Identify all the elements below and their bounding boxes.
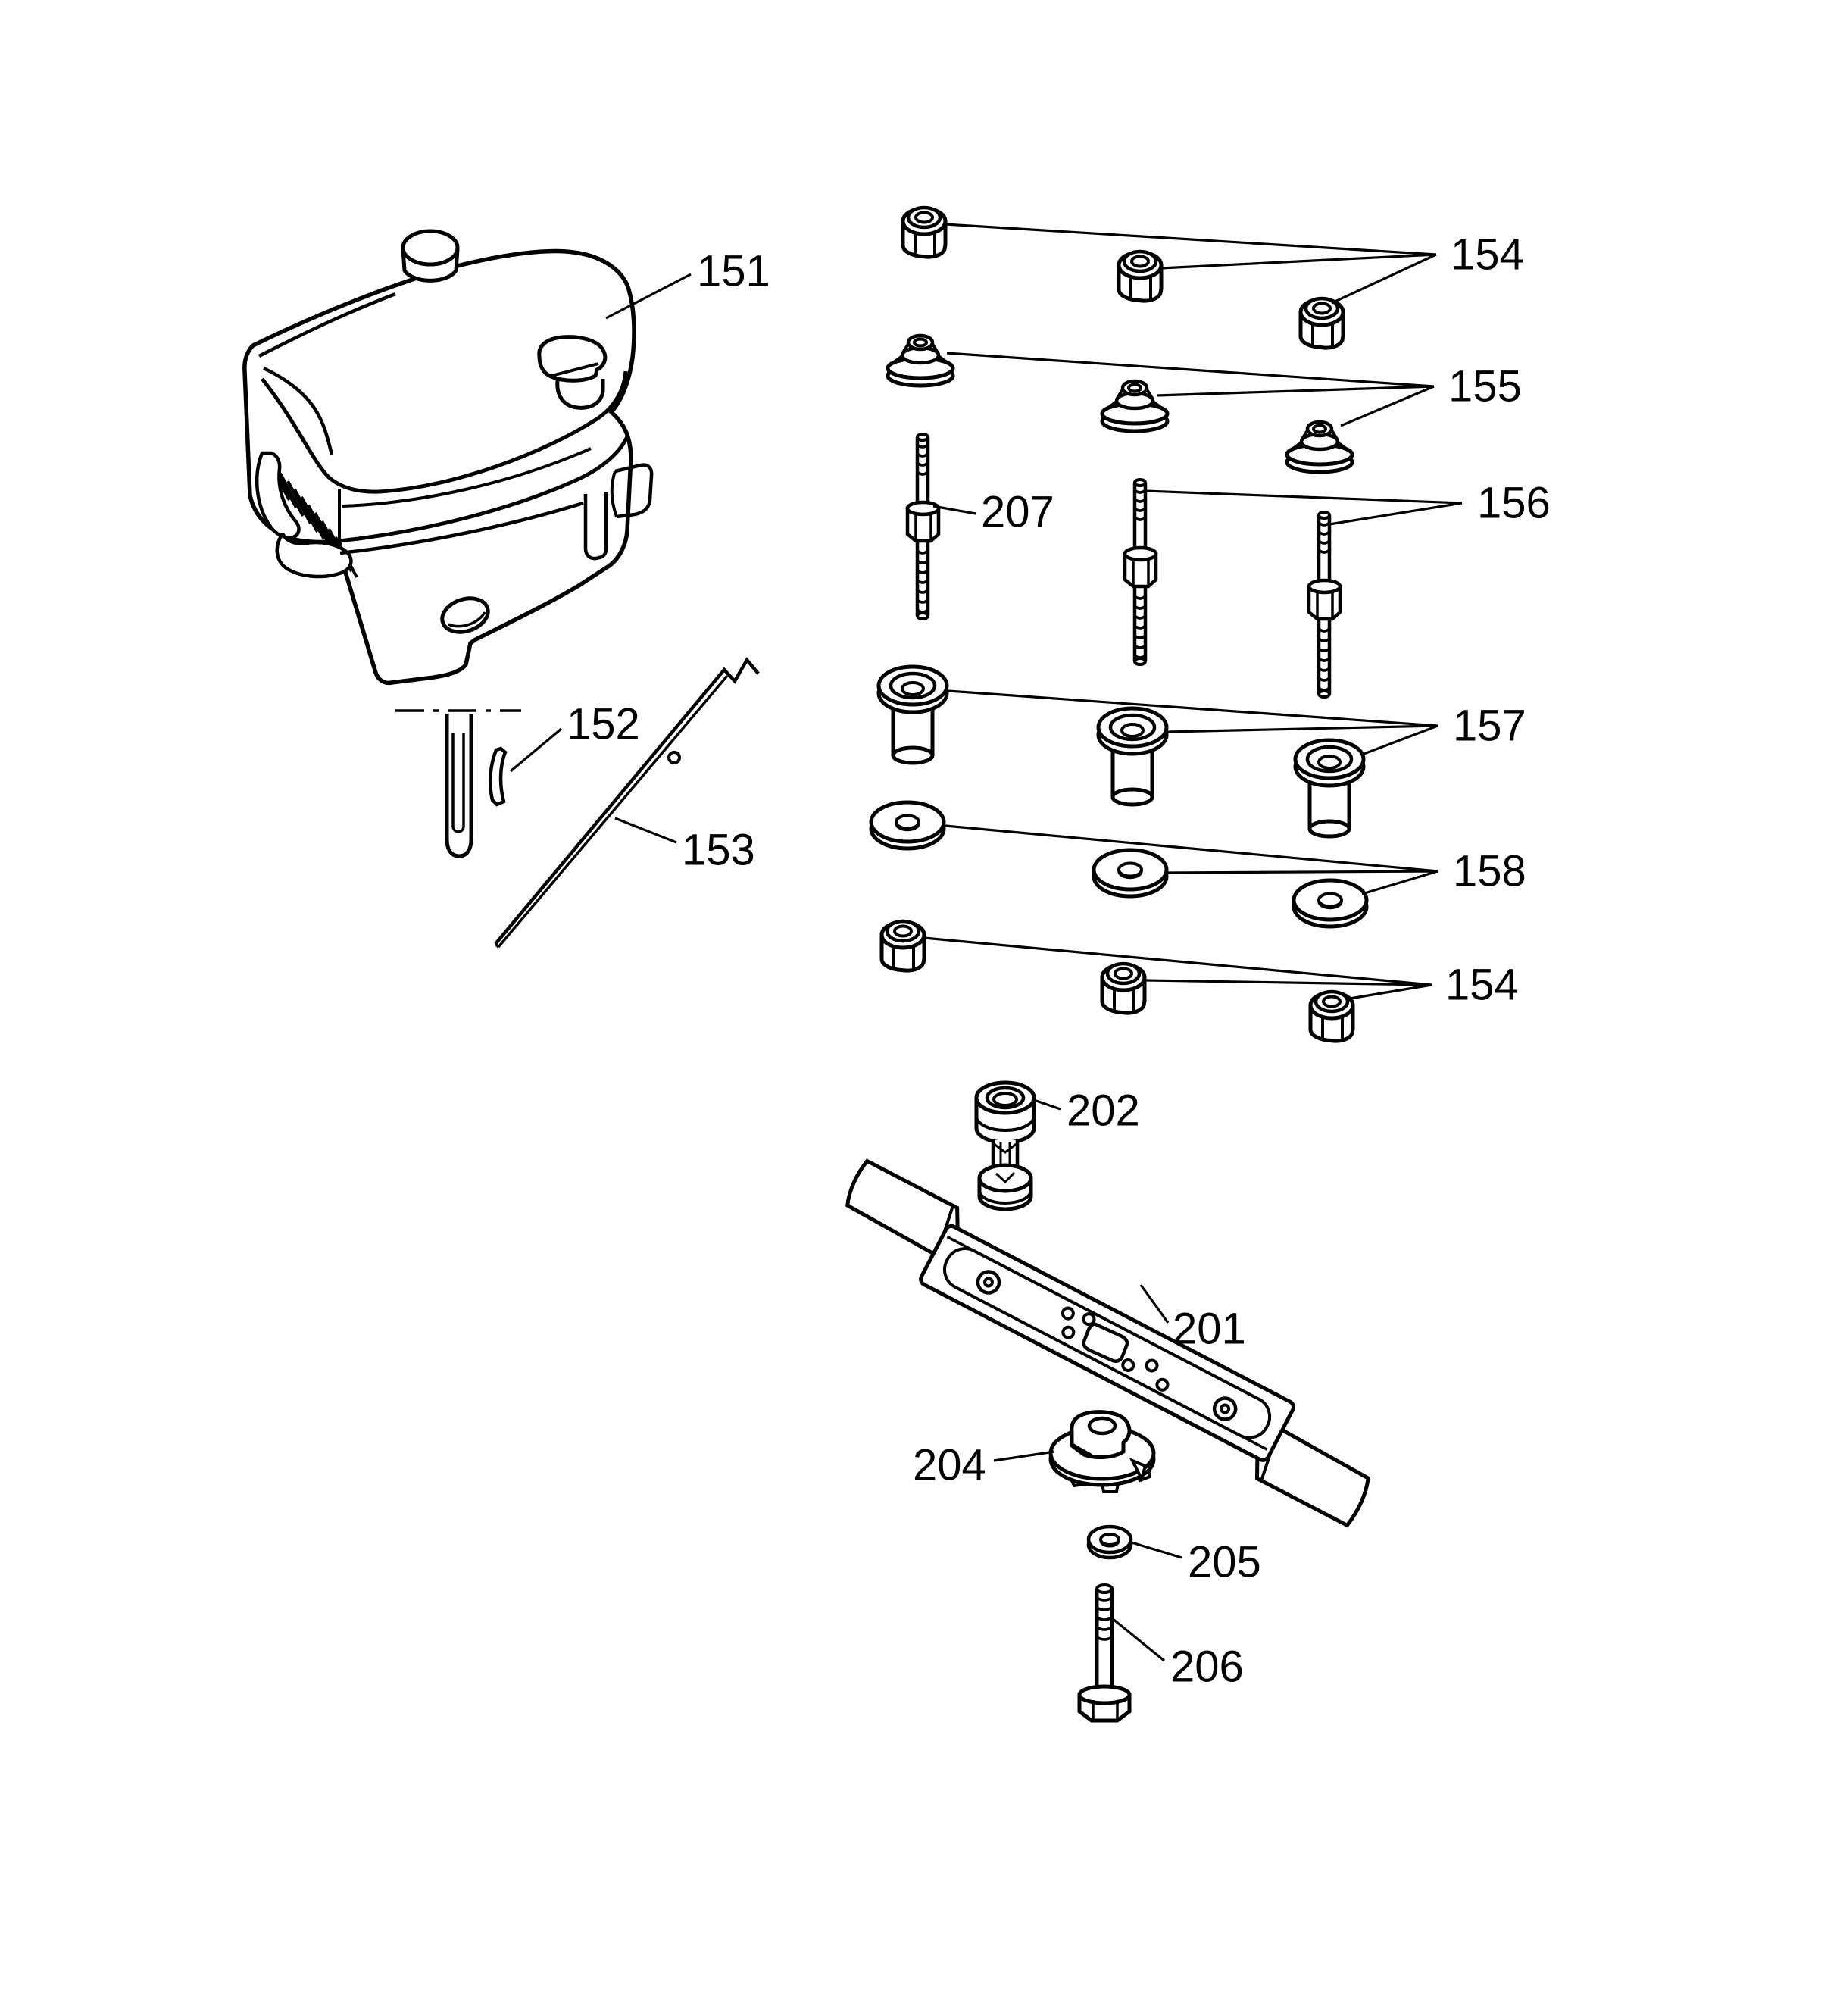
callout-labels: 151 152 153 154 155 156 207 157 158 154 … — [567, 230, 1551, 1692]
part-blade-adapter — [974, 1080, 1036, 1211]
callout-label-204: 204 — [913, 1441, 986, 1490]
part-spacer — [888, 336, 953, 386]
part-blade-bolt — [1077, 1583, 1132, 1723]
part-bushing — [1295, 740, 1364, 836]
callout-label-201: 201 — [1173, 1305, 1246, 1354]
callout-label-155: 155 — [1448, 362, 1522, 411]
part-spacer — [1102, 381, 1167, 431]
crankshaft-illustration — [395, 709, 521, 858]
callout-label-202: 202 — [1067, 1086, 1140, 1136]
callout-label-205: 205 — [1188, 1538, 1261, 1587]
part-stud-156 — [1125, 480, 1156, 664]
part-locknut — [882, 921, 924, 970]
callout-label-207: 207 — [981, 488, 1054, 537]
engine-bracket — [255, 451, 301, 539]
part-locknut — [1102, 964, 1145, 1013]
part-washer — [1094, 850, 1167, 896]
fuel-cap — [401, 229, 460, 283]
part-key — [489, 746, 508, 807]
part-small-washer — [1089, 1527, 1131, 1558]
callout-label-152: 152 — [567, 700, 640, 749]
part-blade — [845, 1158, 1370, 1528]
callout-label-153: 153 — [682, 826, 755, 875]
locknut-row-top — [903, 208, 1343, 348]
part-washer — [1294, 880, 1367, 927]
part-blade-driver — [1048, 1410, 1156, 1493]
engine-bracket-foot — [275, 533, 353, 579]
callout-label-154-bottom: 154 — [1445, 961, 1519, 1010]
part-stud-207 — [907, 434, 939, 619]
engine-illustration — [242, 229, 654, 686]
part-washer — [871, 802, 944, 849]
part-bushing — [879, 667, 947, 763]
leader-lines — [509, 223, 1463, 1662]
part-bushing — [1098, 708, 1167, 805]
callout-label-151: 151 — [697, 247, 770, 296]
part-spacer — [1287, 422, 1352, 472]
part-locknut — [903, 208, 945, 257]
part-locknut — [1310, 992, 1353, 1041]
spacer-row — [888, 336, 1352, 472]
locknut-row-bottom — [882, 921, 1353, 1041]
callout-label-158: 158 — [1453, 847, 1526, 896]
callout-label-157: 157 — [1453, 702, 1526, 751]
callout-label-156: 156 — [1477, 479, 1551, 528]
oil-cap — [537, 335, 608, 410]
crankcase-hole — [440, 596, 490, 634]
part-locknut — [1119, 252, 1161, 301]
callout-label-154-top: 154 — [1451, 230, 1524, 280]
part-control-rod — [494, 657, 760, 949]
part-stud-156 — [1309, 512, 1340, 697]
callout-label-206: 206 — [1170, 1642, 1244, 1692]
part-locknut — [1301, 298, 1343, 348]
stud-row — [907, 434, 1340, 697]
washer-row — [871, 802, 1367, 927]
